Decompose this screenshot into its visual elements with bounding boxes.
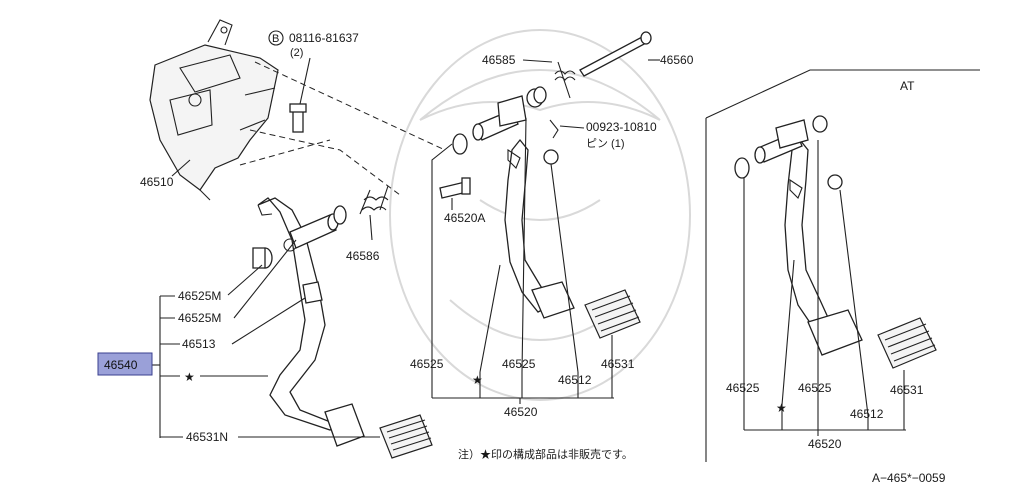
- star-mark-mt-left: ★: [184, 370, 195, 384]
- label-at-46520: 46520: [808, 437, 842, 451]
- label-46520a: 46520A: [444, 211, 485, 225]
- label-46510: 46510: [140, 175, 174, 189]
- at-brake-pedal: [734, 115, 937, 369]
- label-at-46531: 46531: [890, 383, 924, 397]
- mt-leader-lines: [431, 117, 613, 373]
- footnote: 注）★印の構成部品は非販売です。: [458, 447, 633, 461]
- label-46513: 46513: [182, 337, 216, 351]
- bolt-part: [289, 103, 307, 133]
- label-mt-46520: 46520: [504, 405, 538, 419]
- label-mt-46512: 46512: [558, 373, 592, 387]
- mt-clutch-pedal: [257, 197, 433, 459]
- star-mark-mt: ★: [472, 373, 483, 387]
- bolt-circle-mark: B: [272, 33, 279, 45]
- label-bolt-qty: (2): [290, 47, 303, 59]
- highlight-46540[interactable]: [97, 352, 153, 376]
- label-46525m-2: 46525M: [178, 311, 221, 325]
- label-46531n: 46531N: [186, 430, 228, 444]
- label-46525m-1: 46525M: [178, 289, 221, 303]
- label-46585: 46585: [482, 53, 516, 67]
- label-mt-46525-a: 46525: [410, 357, 444, 371]
- at-leader-lines: [781, 140, 905, 416]
- label-at-46525-a: 46525: [726, 381, 760, 395]
- top-shaft-parts: [526, 31, 652, 139]
- leader-dashed-3: [239, 139, 331, 166]
- leader-dashed-1: [254, 61, 446, 151]
- label-at: AT: [900, 79, 915, 93]
- label-46540[interactable]: 46540: [104, 358, 138, 372]
- bolt-46520a: [439, 177, 471, 199]
- label-pin-ref: 00923-10810: [586, 120, 657, 134]
- label-mt-46531: 46531: [601, 357, 635, 371]
- label-mt-46525-b: 46525: [502, 357, 536, 371]
- spring-46586: [359, 185, 389, 215]
- mt-group-bracket: [431, 190, 614, 404]
- mt-bushings: [252, 205, 347, 269]
- label-at-46525-b: 46525: [798, 381, 832, 395]
- reference-code: A−465*−0059: [872, 471, 946, 485]
- at-group-bracket: [743, 178, 906, 436]
- label-pin-name: ピン (1): [586, 137, 625, 150]
- at-panel-border-top: [705, 69, 980, 119]
- mt-brake-pedal: [452, 95, 641, 339]
- label-bolt-ref: 08116-81637: [289, 31, 359, 45]
- label-46586: 46586: [346, 249, 380, 263]
- label-46560: 46560: [660, 53, 694, 67]
- assy-leader-lines: [200, 239, 380, 438]
- watermark-emblem: [389, 29, 691, 401]
- assy-bracket-lines: [159, 295, 183, 438]
- star-mark-at: ★: [776, 401, 787, 415]
- pedal-bracket: [149, 19, 279, 201]
- leader-dashed-2: [249, 129, 401, 196]
- label-at-46512: 46512: [850, 407, 884, 421]
